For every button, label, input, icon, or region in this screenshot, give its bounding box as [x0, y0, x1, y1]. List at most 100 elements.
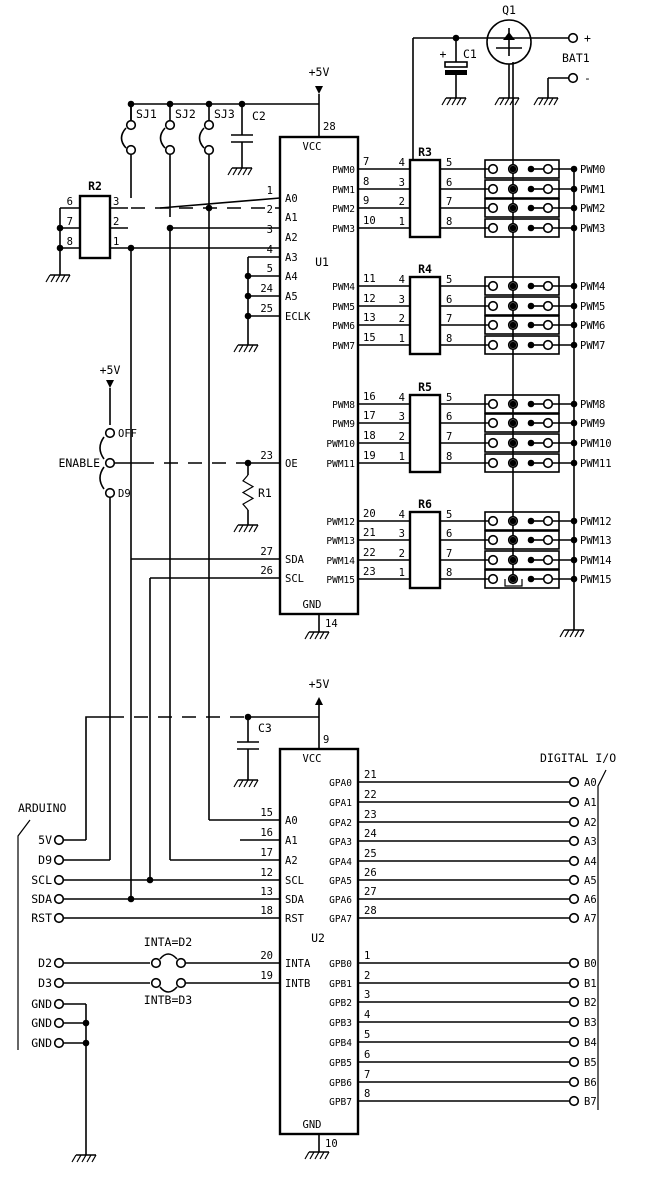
- arduino-pin-label: SDA: [31, 892, 52, 906]
- u1-pin-label: PWM3: [332, 224, 355, 235]
- arduino-terminal: [53, 912, 65, 924]
- junction-dot: [570, 321, 578, 329]
- u1-pin-label: SCL: [285, 573, 304, 585]
- junction-dot: [205, 204, 213, 212]
- arduino-pin-label: D3: [38, 976, 52, 990]
- header-pin: [487, 417, 499, 429]
- r2-name: R2: [88, 179, 102, 193]
- io-label: A2: [584, 817, 597, 829]
- junction-dot: [205, 100, 213, 108]
- interrupt-jumper-icon: [159, 953, 178, 960]
- switch-pad: [104, 487, 116, 499]
- header-row: [484, 394, 560, 414]
- ground-hatch: [232, 167, 238, 176]
- u1-pin-label: A5: [285, 291, 298, 303]
- ground-hatch: [309, 1151, 315, 1160]
- c1-capacitor-icon: [444, 61, 468, 68]
- battery-terminal: [567, 72, 579, 84]
- header-pin: [487, 457, 499, 469]
- header-row: [484, 296, 560, 316]
- pwm-output-label: PWM0: [580, 164, 605, 176]
- u2-pin-number: 20: [260, 950, 273, 962]
- network-pin: 8: [446, 451, 452, 463]
- jumper-pad: [164, 144, 176, 156]
- network-pin: 5: [446, 392, 452, 404]
- u1-pin-number: 23: [363, 566, 376, 578]
- io-label: A1: [584, 797, 597, 809]
- junction-dot: [166, 224, 174, 232]
- junction-dot: [509, 302, 517, 310]
- battery-minus: -: [584, 71, 591, 85]
- header-row: [484, 530, 560, 550]
- junction-dot: [166, 100, 174, 108]
- arduino-pin-label: RST: [31, 911, 52, 925]
- pwm-output-label: PWM2: [580, 203, 605, 215]
- junction-dot: [509, 439, 517, 447]
- u1-pin-label: PWM2: [332, 204, 355, 215]
- junction-dot: [244, 312, 252, 320]
- junction-dot: [244, 459, 252, 467]
- u1-pin-number: 20: [363, 508, 376, 520]
- enable-off-label: OFF: [118, 428, 137, 440]
- solder-jumper-icon: [198, 127, 205, 149]
- u1-vcc-pin: 28: [323, 121, 336, 133]
- arduino-pin-label: SCL: [31, 873, 52, 887]
- header-pin: [542, 534, 554, 546]
- header-jumper: [504, 579, 523, 587]
- u2-pin-label: GPB6: [329, 1078, 352, 1089]
- ground-hatch: [65, 274, 71, 283]
- ground-hatch: [233, 344, 239, 353]
- header-pin: [487, 339, 499, 351]
- u2-pin-label: GPA0: [329, 778, 352, 789]
- u2-pin-label: GPB7: [329, 1097, 352, 1108]
- digital-io-title: DIGITAL I/O: [540, 751, 616, 765]
- junction-dot: [570, 282, 578, 290]
- arduino-terminal: [53, 998, 65, 1010]
- header-pin: [542, 183, 554, 195]
- resistor-network: [408, 158, 442, 239]
- ground-hatch: [253, 779, 259, 788]
- ground-hatch: [461, 97, 467, 106]
- junction-dot: [509, 165, 517, 173]
- ground-icon: [559, 629, 585, 638]
- u2-pin-label: A1: [285, 835, 298, 847]
- header-row: [484, 550, 560, 570]
- u2-pin-label: GPA2: [329, 818, 352, 829]
- pwm-output-label: PWM8: [580, 399, 605, 411]
- network-pin: 7: [446, 196, 452, 208]
- junction-dot: [570, 165, 578, 173]
- junction-dot: [527, 282, 535, 290]
- junction-dot: [570, 459, 578, 467]
- battery-name: BAT1: [562, 51, 590, 65]
- junction-dot: [127, 244, 135, 252]
- u1-pin-number: 26: [260, 565, 273, 577]
- u1-pin-number: 8: [363, 176, 369, 188]
- pwm-output-label: PWM15: [580, 574, 612, 586]
- ground-hatch: [238, 779, 244, 788]
- ground-hatch: [86, 1154, 92, 1163]
- ground-hatch: [543, 97, 549, 106]
- pwm-output-label: PWM14: [580, 555, 612, 567]
- junction-dot: [509, 575, 517, 583]
- u1-supply-label: +5V: [309, 65, 330, 79]
- u1-pin-label: PWM7: [332, 341, 355, 352]
- u2-pin-number: 19: [260, 970, 273, 982]
- junction-dot: [146, 876, 154, 884]
- r2-pin: 3: [113, 196, 119, 208]
- u1-pin-label: PWM9: [332, 419, 355, 430]
- pwm-output-label: PWM13: [580, 535, 612, 547]
- u2-pin-label: GPA7: [329, 914, 352, 925]
- u1-pin-number: 10: [363, 215, 376, 227]
- u2-pin-number: 23: [364, 809, 377, 821]
- u1-pin-label: PWM0: [332, 165, 355, 176]
- junction-dot: [527, 185, 535, 193]
- u2-supply-label: +5V: [309, 677, 330, 691]
- r2-pin: 2: [113, 216, 119, 228]
- header-pin: [542, 319, 554, 331]
- u2-pin-number: 2: [364, 970, 370, 982]
- ground-hatch: [248, 779, 254, 788]
- network-pin: 2: [399, 313, 405, 325]
- junction-dot: [570, 204, 578, 212]
- io-label: B4: [584, 1037, 597, 1049]
- junction-dot: [509, 556, 517, 564]
